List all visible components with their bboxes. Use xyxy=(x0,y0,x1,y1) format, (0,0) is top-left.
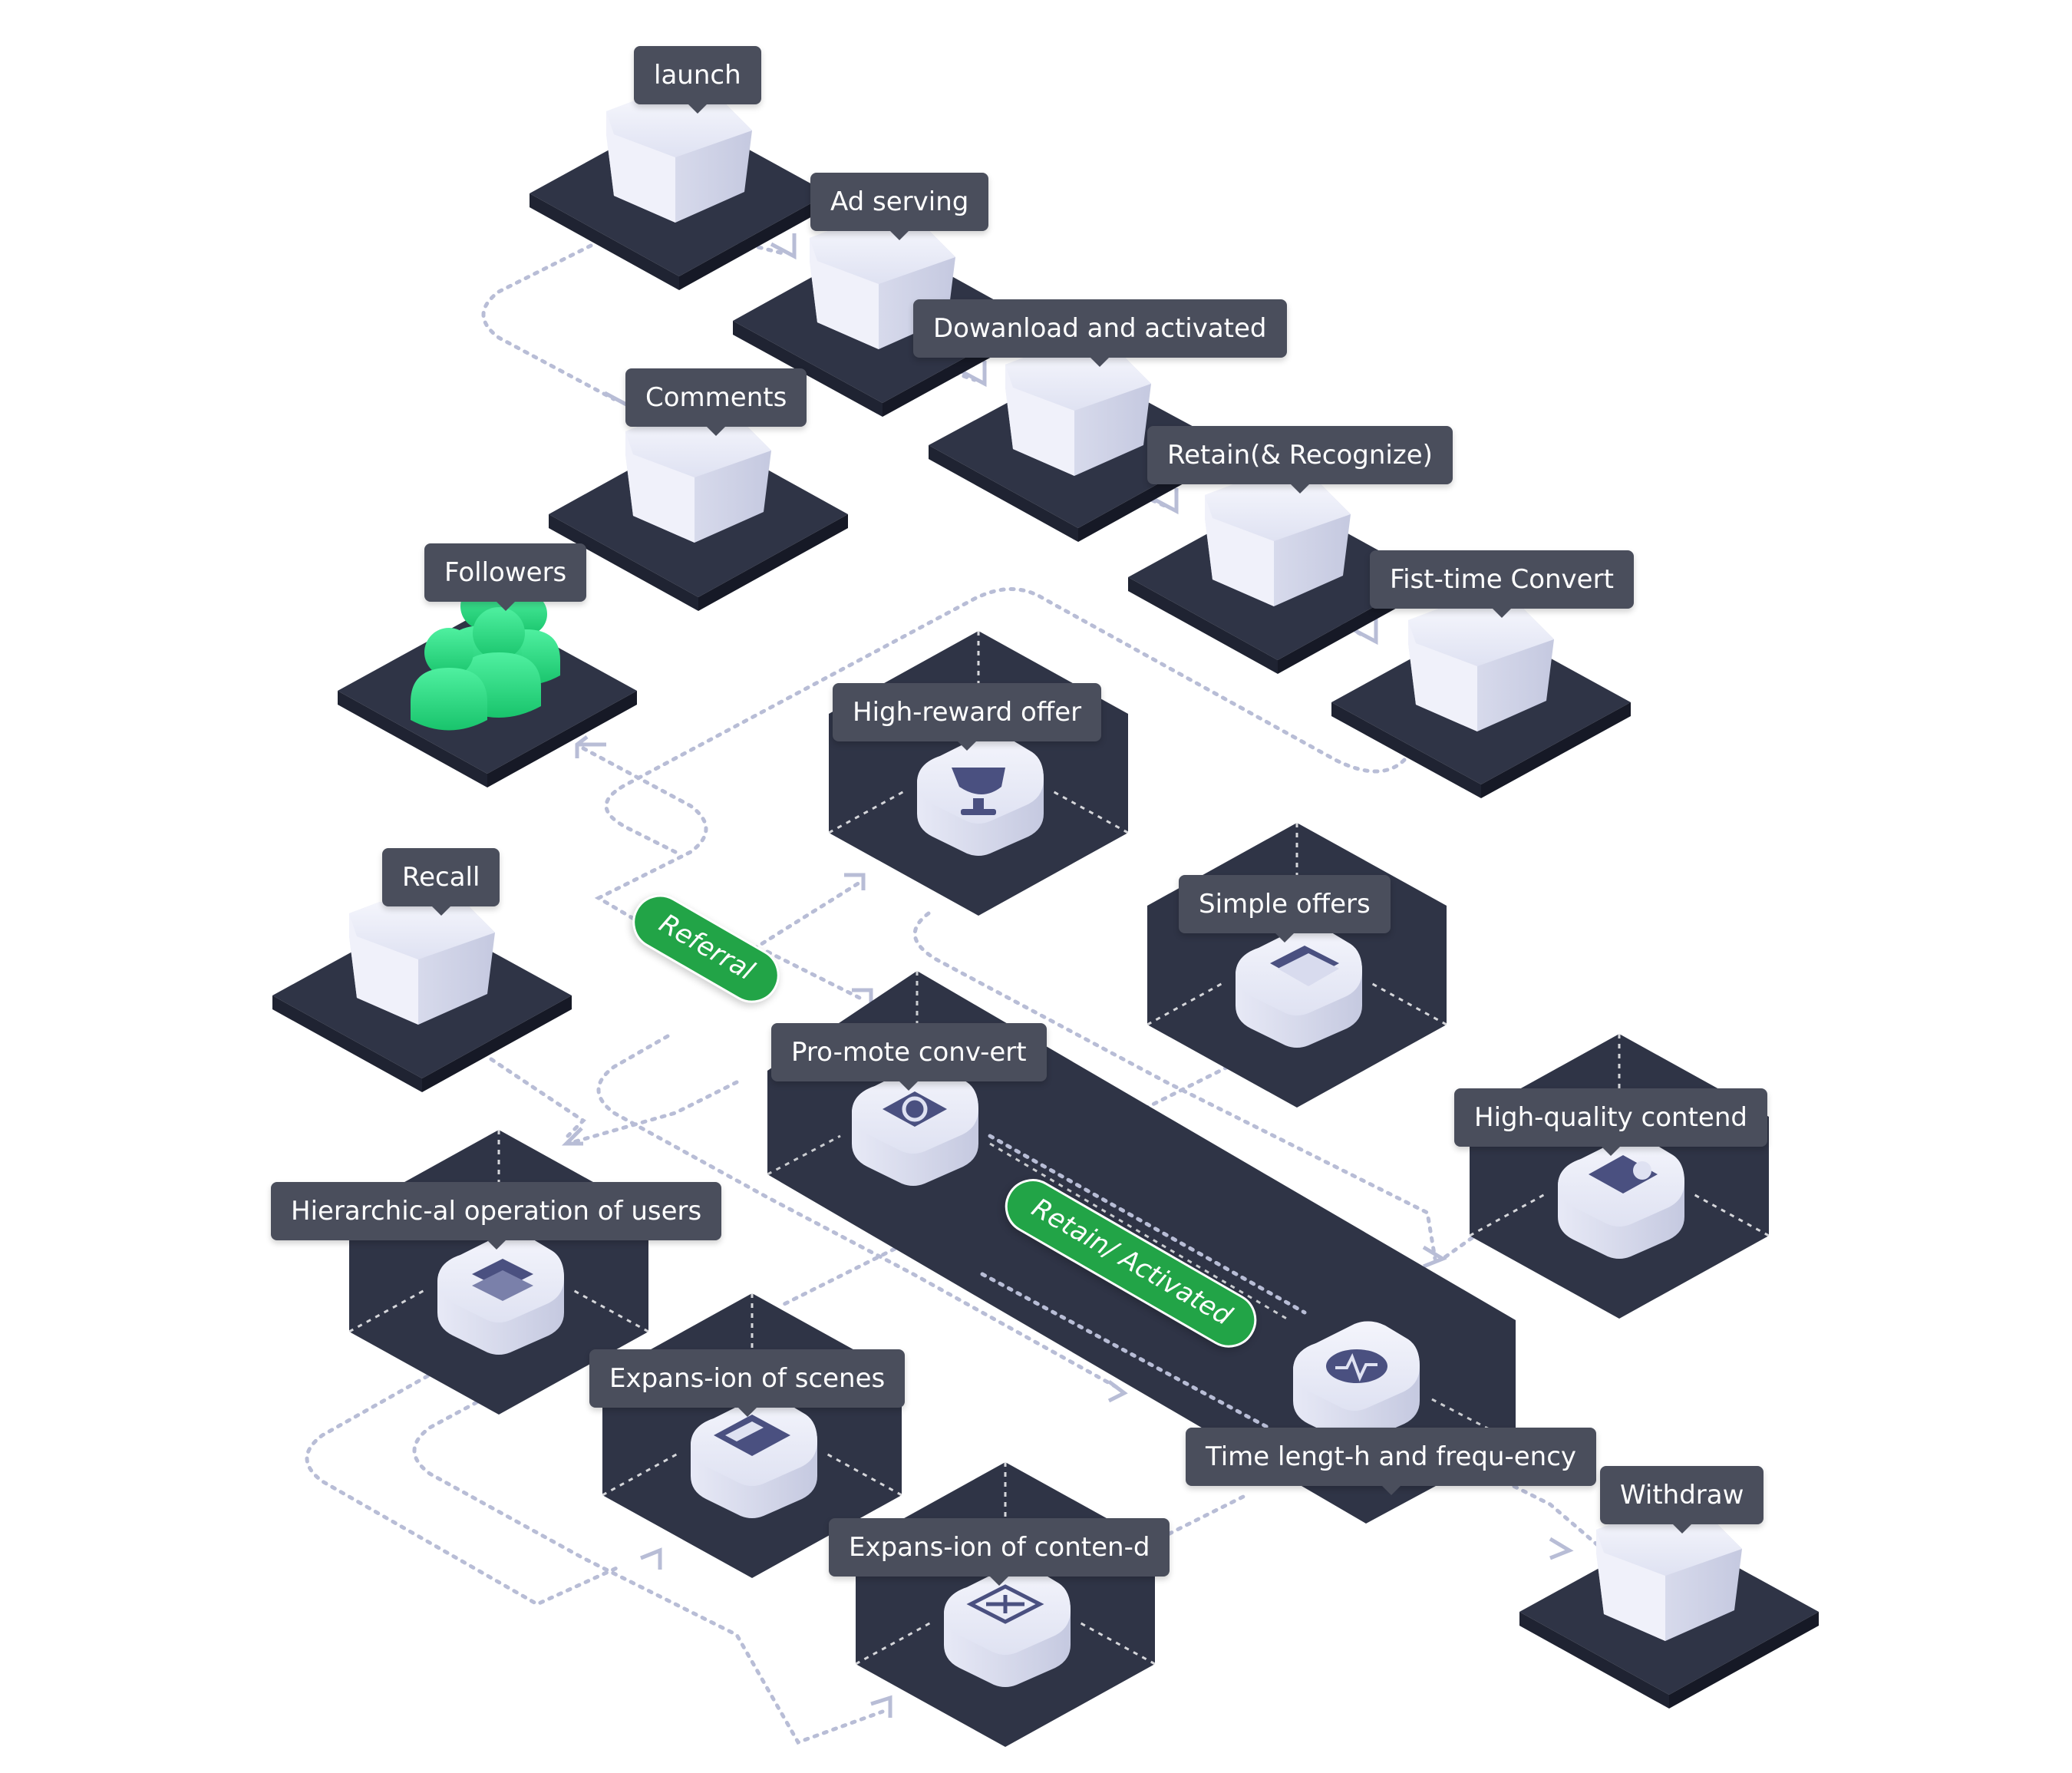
connector-bar-inner2 xyxy=(980,1272,1299,1445)
pill-referral: Referral xyxy=(622,884,790,1013)
arrowhead xyxy=(870,1695,892,1718)
arrowhead xyxy=(844,873,866,890)
connector-launch-comments xyxy=(481,243,616,401)
connector-followers-back xyxy=(581,746,770,1000)
label-withdraw: Withdraw xyxy=(1600,1466,1764,1534)
connector-first-referral-loop xyxy=(604,587,1407,854)
arrowhead xyxy=(1107,1380,1128,1403)
label-promote-convert: Pro-mote conv-ert xyxy=(771,1023,1047,1091)
connector-hier-left2 xyxy=(412,1372,885,1745)
label-first-convert: Fist-time Convert xyxy=(1370,550,1634,618)
label-recall: Recall xyxy=(382,848,500,916)
arrowhead xyxy=(852,988,873,1005)
arrowhead xyxy=(1422,1245,1447,1269)
clipboard-icon xyxy=(1270,946,1339,986)
arrowhead xyxy=(1549,1537,1574,1560)
users-icon xyxy=(411,583,560,731)
node-ad-serving-platform xyxy=(733,226,1032,417)
node-comments-platform xyxy=(549,420,848,611)
label-launch: launch xyxy=(634,46,761,114)
label-followers: Followers xyxy=(424,543,587,611)
trophy-icon xyxy=(952,768,1005,815)
pill-retain-activated: Retain/ Activated xyxy=(995,1168,1267,1359)
label-time-length: Time lengt-h and frequ-ency xyxy=(1186,1428,1597,1495)
label-comments: Comments xyxy=(625,368,807,436)
node-withdraw-platform xyxy=(1519,1518,1819,1709)
connector-promote-left xyxy=(566,1080,739,1146)
node-recall-platform xyxy=(272,902,572,1092)
arrowhead xyxy=(1351,619,1378,645)
node-launch-platform xyxy=(530,100,829,290)
connector-content-time xyxy=(1149,1494,1246,1545)
image-icon xyxy=(1589,1155,1658,1194)
connector-hier-left xyxy=(305,1364,624,1606)
label-high-quality: High-quality contend xyxy=(1454,1088,1767,1156)
label-ad-serving: Ad serving xyxy=(810,173,989,240)
label-hierarchical: Hierarchic-al operation of users xyxy=(271,1182,722,1250)
pulse-icon xyxy=(1326,1349,1387,1383)
label-expansion-content: Expans-ion of conten-d xyxy=(829,1518,1170,1586)
arrowhead xyxy=(770,233,797,260)
label-download: Dowanload and activated xyxy=(913,299,1287,367)
label-retain-recognize: Retain(& Recognize) xyxy=(1147,426,1453,494)
layout-icon xyxy=(714,1415,790,1456)
label-simple-offers: Simple offers xyxy=(1179,875,1391,943)
expand-icon xyxy=(966,1584,1044,1624)
arrowhead xyxy=(960,361,987,388)
arrowhead xyxy=(640,1547,662,1570)
connector-bar-inner xyxy=(988,1134,1307,1315)
node-first-convert-platform xyxy=(1331,609,1631,798)
exchange-icon xyxy=(883,1091,947,1127)
connector-recall-down xyxy=(489,1057,586,1138)
connector-highreward-promote xyxy=(765,949,862,1000)
label-expansion-scenes: Expans-ion of scenes xyxy=(589,1349,906,1417)
connector-simple-loop xyxy=(912,911,1437,1261)
connector-launch-adserving xyxy=(688,228,785,256)
arrowhead xyxy=(561,1127,583,1146)
node-followers-platform xyxy=(338,583,637,787)
layers-icon xyxy=(472,1259,533,1301)
arrowhead xyxy=(1152,488,1179,515)
arrowhead xyxy=(575,735,606,758)
label-high-reward: High-reward offer xyxy=(833,683,1102,751)
